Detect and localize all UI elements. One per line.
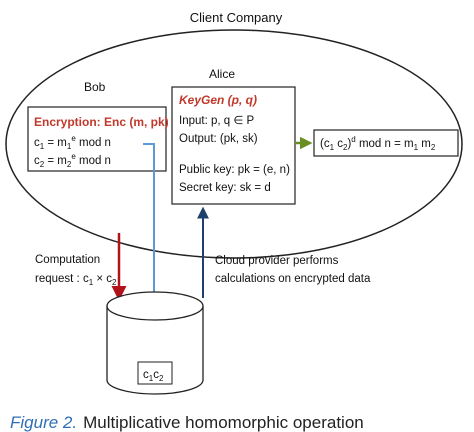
cloud-ciphertext-text: c1c2 <box>143 369 164 383</box>
computation-request-formula: request : c1 × c2 <box>35 273 117 287</box>
alice-public-key: Public key: pk = (e, n) <box>179 164 290 176</box>
client-company-boundary <box>5 29 463 259</box>
cloud-note-line2: calculations on encrypted data <box>215 273 371 285</box>
ciphertext-upload-arrow <box>143 143 160 359</box>
client-company-title: Client Company <box>190 10 283 25</box>
bob-label: Bob <box>84 80 106 94</box>
alice-label: Alice <box>209 67 235 81</box>
cloud-ciphertext-box <box>137 361 173 385</box>
bob-c1-equation: c1 = m1e mod n <box>34 134 111 151</box>
alice-secret-key: Secret key: sk = d <box>179 182 271 194</box>
cloud-note-line1: Cloud provider performs <box>215 255 339 267</box>
bob-c2-equation: c2 = m2e mod n <box>34 152 111 169</box>
bob-encryption-label: Encryption: Enc (m, pk) <box>34 115 169 129</box>
bob-encryption-box <box>27 106 167 172</box>
decryption-result-text: (c1 c2)d mod n = m1 m2 <box>320 135 436 152</box>
alice-keygen-box <box>171 86 296 205</box>
computation-request-label: Computation <box>35 254 100 266</box>
alice-output: Output: (pk, sk) <box>179 133 258 145</box>
alice-keygen-label: KeyGen (p, q) <box>179 93 257 107</box>
figure-caption: Figure 2.Multiplicative homomorphic oper… <box>10 413 364 432</box>
decryption-result-box <box>313 129 459 157</box>
alice-input: Input: p, q ∈ P <box>179 115 255 127</box>
cloud-storage-cylinder <box>106 291 204 395</box>
